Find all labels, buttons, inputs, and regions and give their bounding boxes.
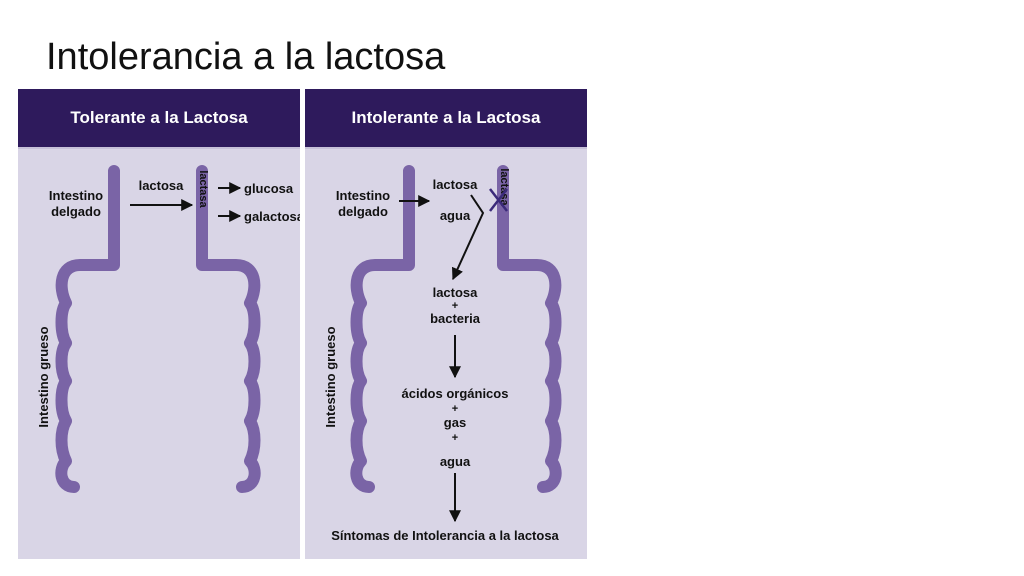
bend-arrow bbox=[452, 194, 485, 281]
large-intestine-label: Intestino grueso bbox=[36, 326, 51, 427]
small-intestine-label-line2: delgado bbox=[338, 204, 388, 219]
organic-acids-label: ácidos orgánicos bbox=[402, 386, 509, 401]
cross-icon bbox=[489, 188, 508, 212]
water-label: agua bbox=[440, 208, 471, 223]
step1-plus: + bbox=[452, 300, 458, 312]
intestine-wall-right bbox=[497, 165, 562, 493]
symptoms-label: Síntomas de Intolerancia a la lactosa bbox=[331, 528, 559, 543]
lactose-label: lactosa bbox=[139, 178, 185, 193]
intolerant-panel-header: Intolerante a la Lactosa bbox=[305, 89, 587, 147]
intestine-wall-left bbox=[350, 165, 415, 493]
slide-title: Intolerancia a la lactosa bbox=[46, 36, 446, 78]
step2-plus2: + bbox=[452, 432, 458, 444]
panel-divider bbox=[305, 147, 587, 149]
intestine-wall-right bbox=[196, 165, 261, 493]
small-intestine-label-line2: delgado bbox=[51, 204, 101, 219]
glucose-label: glucosa bbox=[244, 181, 294, 196]
large-intestine-label: Intestino grueso bbox=[323, 326, 338, 427]
lactase-label: lactasa bbox=[197, 170, 209, 208]
lactose-label: lactosa bbox=[433, 177, 479, 192]
step2-plus1: + bbox=[452, 403, 458, 415]
panel-divider bbox=[18, 147, 300, 149]
gas-label: gas bbox=[444, 415, 466, 430]
tolerant-panel: Tolerante a la Lactosa Intestino delgado… bbox=[18, 89, 300, 559]
galactose-label: galactosa bbox=[244, 209, 300, 224]
tolerant-panel-header: Tolerante a la Lactosa bbox=[18, 89, 300, 147]
intolerant-panel: Intolerante a la Lactosa Intestino delga… bbox=[305, 89, 587, 559]
small-intestine-label-line1: Intestino bbox=[49, 188, 103, 203]
water2-label: agua bbox=[440, 454, 471, 469]
step1-lactose: lactosa bbox=[433, 285, 479, 300]
intestine-wall-left bbox=[55, 165, 120, 493]
intolerant-diagram: Intestino delgado Intestino grueso lacto… bbox=[323, 165, 562, 543]
step1-bacteria: bacteria bbox=[430, 311, 481, 326]
tolerant-diagram: Intestino delgado Intestino grueso lacto… bbox=[36, 165, 300, 493]
small-intestine-label-line1: Intestino bbox=[336, 188, 390, 203]
